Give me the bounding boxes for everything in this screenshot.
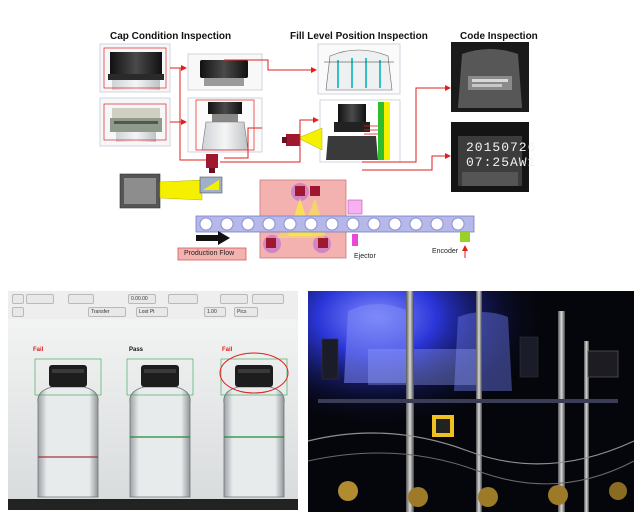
toolbar-btn-1[interactable] [12,294,24,304]
fill-level-image [317,43,401,95]
machine-photo-graphics [308,291,634,512]
conveyor-bottle [241,217,255,231]
toolbar-btn-7[interactable] [12,307,24,317]
toolbar-field-time[interactable]: 0.00.00 [128,294,156,304]
toolbar-field-lost[interactable]: Lost Pt [136,307,168,317]
code-image-top [451,42,529,112]
software-bottles [8,319,298,510]
toolbar-field-mode[interactable]: Transfer [88,307,126,317]
production-flow-box [177,247,247,261]
conveyor-bottle [451,217,465,231]
conveyor-bottle [346,217,360,231]
production-flow-arrow [196,231,230,245]
ejector-label: Ejector [354,253,376,260]
cap-inspection-title: Cap Condition Inspection [110,31,232,42]
conveyor-bottles [199,217,465,231]
inspected-bottle [126,358,194,498]
toolbar-btn-6[interactable] [252,294,284,304]
toolbar-btn-4[interactable] [168,294,198,304]
production-flow-label: Production Flow [184,250,235,257]
code-print-line1: 20150726 [466,140,537,155]
conveyor-bottle [199,217,213,231]
code-print-line2: 07:25AW1 [466,155,537,170]
conveyor-bottle [409,217,423,231]
code-image-bottom [451,122,529,192]
encoder-block [460,232,470,242]
toolbar-field-pics[interactable]: Pics [234,307,258,317]
result-label-3: Fail [222,347,233,353]
fill-camera [282,127,323,151]
conveyor-bottle [220,217,234,231]
encoder-label: Encoder [432,248,459,255]
cap-processed-1 [187,53,263,91]
cap-image-side [99,43,171,93]
cap-processed-2 [187,97,263,153]
inspection-diagram: Cap Condition Inspection Fill Level Posi… [99,31,538,261]
result-label-1: Fail [33,347,44,353]
conveyor-bottle [283,217,297,231]
cap-image-crimp [99,97,171,147]
ejector-pusher [352,234,358,246]
software-result-view: 0.00.00 Transfer Lost Pt 1.00 Pics Fail … [8,291,298,510]
conveyor-bottle [430,217,444,231]
side-camera [119,173,223,209]
toolbar-field-scale[interactable]: 1.00 [204,307,226,317]
ejector-body [347,199,363,215]
fill-inspection-title: Fill Level Position Inspection [290,31,428,42]
result-label-2: Pass [129,347,144,353]
toolbar-btn-2[interactable] [26,294,54,304]
machine-photo [308,291,634,512]
flow-arrows [170,59,451,171]
diagram-graphics [99,42,529,261]
conveyor-bottle [367,217,381,231]
inspected-bottle [219,352,289,498]
top-camera [206,154,218,173]
fill-camera-view [319,99,401,163]
conveyor-bottle [388,217,402,231]
toolbar-btn-3[interactable] [68,294,94,304]
code-inspection-title: Code Inspection [460,31,538,42]
conveyor-bottle [262,217,276,231]
conveyor-bottle [325,217,339,231]
conveyor-bottle [304,217,318,231]
inspected-bottle [34,358,102,498]
toolbar-btn-5[interactable] [220,294,248,304]
software-toolbar: 0.00.00 Transfer Lost Pt 1.00 Pics [8,291,298,320]
